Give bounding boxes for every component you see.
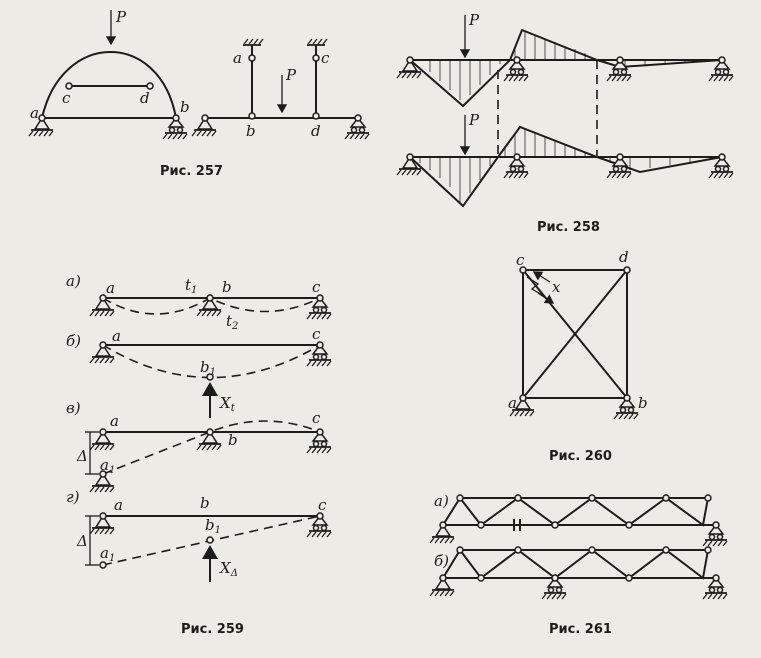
fig259-d-label-b1: b1 bbox=[205, 516, 221, 536]
fig259-case-c: в) Δ a a1 b c bbox=[66, 399, 332, 493]
fig260-label-d: d bbox=[619, 248, 629, 266]
caption-fig-257: Рис. 257 bbox=[160, 164, 223, 179]
fig260-label-a: a bbox=[508, 394, 517, 412]
caption-fig-258: Рис. 258 bbox=[537, 220, 600, 235]
fig259-case-a: а) a t1 b t2 c bbox=[66, 272, 332, 332]
fig259-c-label-delta: Δ bbox=[76, 447, 88, 465]
il-bottom-load-label: P bbox=[468, 111, 480, 129]
beam-label-a: a bbox=[233, 49, 242, 67]
figure-257: P a c d b P a c b d Рис. 257 bbox=[28, 8, 370, 179]
fig259-b-label-a: a bbox=[112, 327, 121, 345]
fig261-truss-b: б) bbox=[429, 546, 728, 600]
figure-260: c d x a b Рис. 260 bbox=[508, 248, 648, 464]
fig259-c-label-b: b bbox=[228, 431, 238, 449]
figure-261: а) б) Рис. 261 bbox=[429, 492, 728, 637]
fig259-b-label-b1: b1 bbox=[200, 358, 216, 378]
fig261-truss-a: а) bbox=[429, 492, 728, 547]
arch-label-d: d bbox=[140, 89, 150, 107]
hanger-top-fix-a-icon bbox=[242, 38, 264, 46]
fig259-d-label-Xd: XΔ bbox=[219, 559, 238, 579]
fig259-case-c-label: в) bbox=[66, 399, 81, 417]
caption-fig-260: Рис. 260 bbox=[549, 449, 612, 464]
fig259-case-b-label: б) bbox=[66, 332, 81, 350]
fig259-d-label-a1: a1 bbox=[100, 544, 115, 564]
fig261-case-a-label: а) bbox=[434, 492, 449, 510]
figure-258: P P bbox=[396, 11, 734, 235]
influence-line-bottom: P bbox=[396, 111, 734, 208]
hanger-top-fix-c-icon bbox=[306, 38, 328, 46]
fig259-d-label-b: b bbox=[200, 494, 210, 512]
fig259-case-d-label: г) bbox=[66, 488, 80, 506]
arch-label-a: a bbox=[30, 104, 39, 122]
fig259-c-label-a1: a1 bbox=[100, 456, 115, 476]
fig259-a-label-a: a bbox=[106, 279, 115, 297]
fig259-a-label-c: c bbox=[312, 278, 321, 296]
beam-label-d: d bbox=[311, 122, 321, 140]
fig261-case-b-label: б) bbox=[434, 552, 449, 570]
arch-label-c: c bbox=[62, 89, 71, 107]
fig260-label-x: x bbox=[552, 278, 561, 296]
fig259-d-label-a: a bbox=[114, 496, 123, 514]
fig259-b-label-c: c bbox=[312, 325, 321, 343]
fig260-label-c: c bbox=[516, 251, 525, 269]
caption-fig-261: Рис. 261 bbox=[549, 622, 612, 637]
influence-line-top: P bbox=[396, 11, 734, 108]
beam-load-label: P bbox=[285, 66, 297, 84]
arch-label-b: b bbox=[180, 98, 190, 116]
fig259-b-label-Xt: Xt bbox=[219, 394, 236, 414]
fig259-d-label-delta: Δ bbox=[76, 532, 88, 550]
fig259-case-b: б) a b1 Xt c bbox=[66, 325, 332, 418]
figure-259: а) a t1 b t2 c б) a b1 Xt c bbox=[66, 272, 332, 637]
fig259-c-label-a: a bbox=[110, 412, 119, 430]
fig260-label-b: b bbox=[638, 394, 648, 412]
fig259-c-label-c: c bbox=[312, 409, 321, 427]
caption-fig-259: Рис. 259 bbox=[181, 622, 244, 637]
beam-label-c: c bbox=[321, 49, 330, 67]
arch-load-label: P bbox=[115, 8, 127, 26]
il-top-load-label: P bbox=[468, 11, 480, 29]
fig259-a-label-t2: t2 bbox=[226, 312, 238, 332]
fig259-a-label-t1: t1 bbox=[185, 276, 197, 296]
hanging-beam-structure: P a c b d bbox=[191, 38, 370, 140]
fig259-d-label-c: c bbox=[318, 496, 327, 514]
beam-label-b: b bbox=[246, 122, 256, 140]
arch-structure: P a c d b bbox=[28, 8, 190, 140]
fig259-a-label-b: b bbox=[222, 278, 232, 296]
fig259-case-a-label: а) bbox=[66, 272, 81, 290]
fig259-case-d: г) Δ a a1 b b1 XΔ c bbox=[66, 488, 332, 582]
